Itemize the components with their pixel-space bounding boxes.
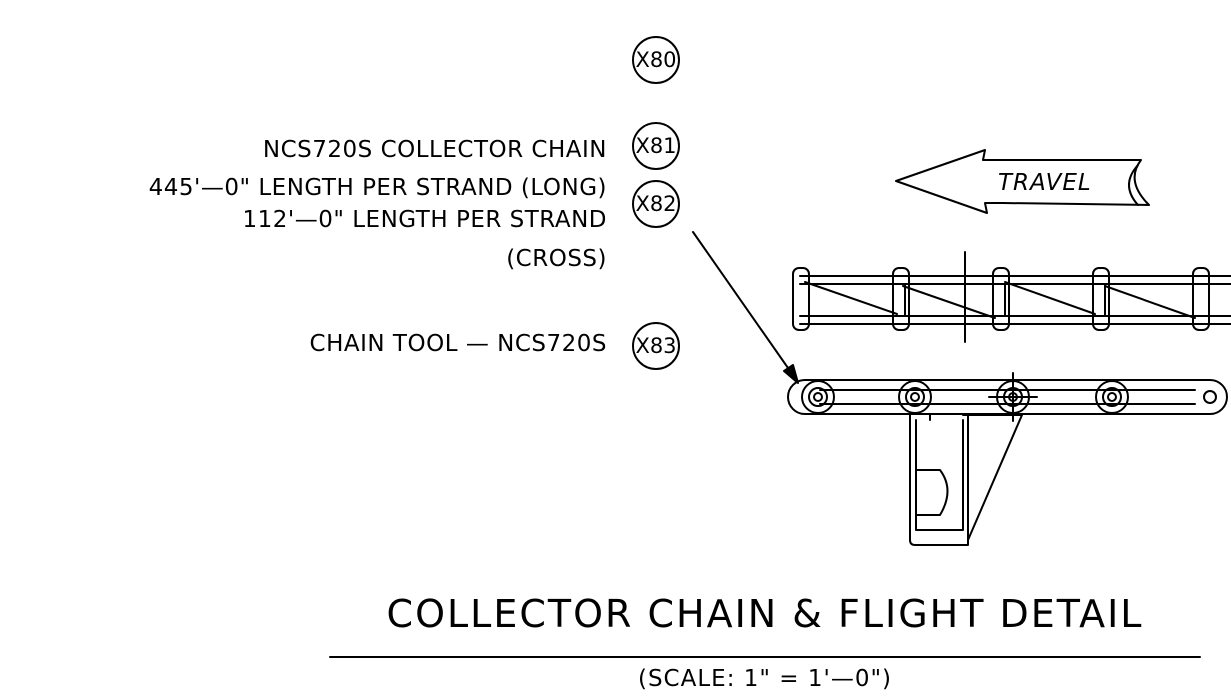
note-line-2: 445'—0" LENGTH PER STRAND (LONG) <box>148 175 607 201</box>
callout-x83-label: X83 <box>635 334 677 358</box>
travel-arrow <box>895 149 1150 214</box>
flight-attachment <box>909 413 1023 546</box>
leader-line <box>692 231 796 379</box>
detail-title: COLLECTOR CHAIN & FLIGHT DETAIL <box>386 592 1144 636</box>
chain-side-view <box>787 372 1228 422</box>
callout-x82-label: X82 <box>635 192 677 216</box>
note-line-1: NCS720S COLLECTOR CHAIN <box>262 137 607 163</box>
callout-x82: X82 <box>632 180 680 228</box>
note-chain-tool: CHAIN TOOL — NCS720S <box>309 331 607 357</box>
leader-arrowhead <box>783 364 799 384</box>
travel-label: TRAVEL <box>998 170 1092 196</box>
callout-x80: X80 <box>632 36 680 84</box>
callout-x83: X83 <box>632 322 680 370</box>
callout-x81: X81 <box>632 122 680 170</box>
detail-scale: (SCALE: 1" = 1'—0") <box>637 666 893 692</box>
note-line-4: (CROSS) <box>506 246 607 272</box>
chain-top-view <box>792 251 1231 343</box>
callout-x81-label: X81 <box>635 134 677 158</box>
note-line-3: 112'—0" LENGTH PER STRAND <box>242 207 607 233</box>
callout-x80-label: X80 <box>635 48 677 72</box>
